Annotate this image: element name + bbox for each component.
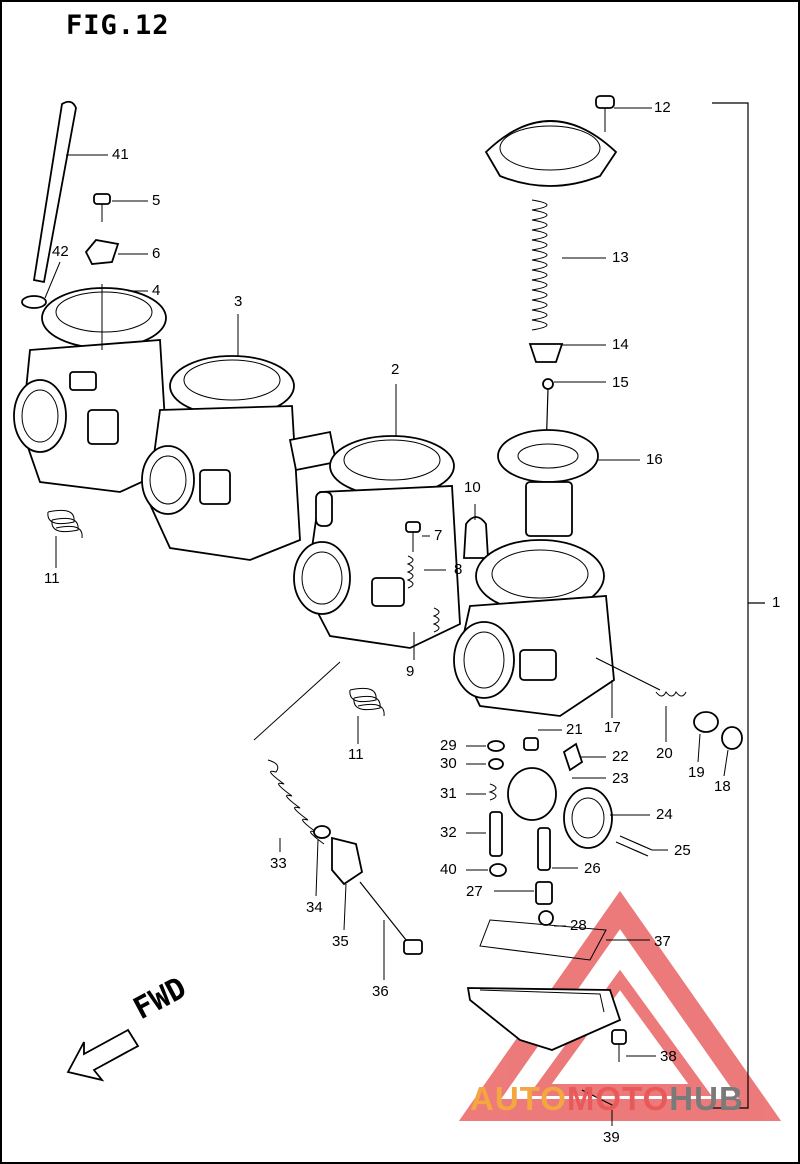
callout-11-left: 11	[44, 570, 60, 587]
callout-8: 8	[454, 561, 463, 578]
callout-4: 4	[152, 282, 161, 299]
carburetor-3	[141, 355, 338, 561]
callout-3: 3	[234, 293, 243, 310]
callout-29: 29	[440, 737, 457, 754]
callout-15: 15	[612, 374, 629, 391]
callout-42: 42	[52, 243, 69, 260]
callout-17: 17	[604, 719, 621, 736]
callout-7: 7	[434, 527, 443, 544]
callout-30: 30	[440, 755, 457, 772]
carburetor-2	[293, 435, 461, 649]
callout-35: 35	[332, 933, 349, 950]
callout-9: 9	[406, 663, 415, 680]
callout-26: 26	[584, 860, 601, 877]
callout-24: 24	[656, 806, 673, 823]
callout-12: 12	[654, 99, 671, 116]
callout-10: 10	[464, 479, 481, 496]
spring-13	[531, 199, 548, 331]
callout-20: 20	[656, 745, 673, 762]
callout-33: 33	[270, 855, 287, 872]
callout-40: 40	[440, 861, 457, 878]
callout-1: 1	[772, 594, 781, 611]
callout-38: 38	[660, 1048, 677, 1065]
callout-28: 28	[570, 917, 587, 934]
callout-11-center: 11	[348, 746, 364, 763]
watermark-logo: AUTOMOTOHUB	[470, 1080, 744, 1118]
callout-36: 36	[372, 983, 389, 1000]
callout-18: 18	[714, 778, 731, 795]
callout-34: 34	[306, 899, 323, 916]
figure-title: FIG.12	[66, 10, 170, 41]
callout-37: 37	[654, 933, 671, 950]
callout-2: 2	[391, 361, 400, 378]
callout-5: 5	[152, 192, 161, 209]
watermark-part-hub: HUB	[669, 1080, 744, 1117]
callout-16: 16	[646, 451, 663, 468]
watermark-part-auto: AUTO	[470, 1080, 567, 1117]
callout-25: 25	[674, 842, 691, 859]
callout-39: 39	[603, 1129, 620, 1146]
callout-22: 22	[612, 748, 629, 765]
carburetor-4	[13, 287, 169, 493]
callout-14: 14	[612, 336, 629, 353]
callout-23: 23	[612, 770, 629, 787]
callout-21: 21	[566, 721, 583, 738]
callout-6: 6	[152, 245, 161, 262]
callout-41: 41	[112, 146, 129, 163]
carburetor-1	[453, 539, 615, 717]
callout-13: 13	[612, 249, 629, 266]
watermark-part-moto: MOTO	[566, 1080, 670, 1117]
callout-32: 32	[440, 824, 457, 841]
callout-27: 27	[466, 883, 483, 900]
callout-19: 19	[688, 764, 705, 781]
callout-31: 31	[440, 785, 457, 802]
